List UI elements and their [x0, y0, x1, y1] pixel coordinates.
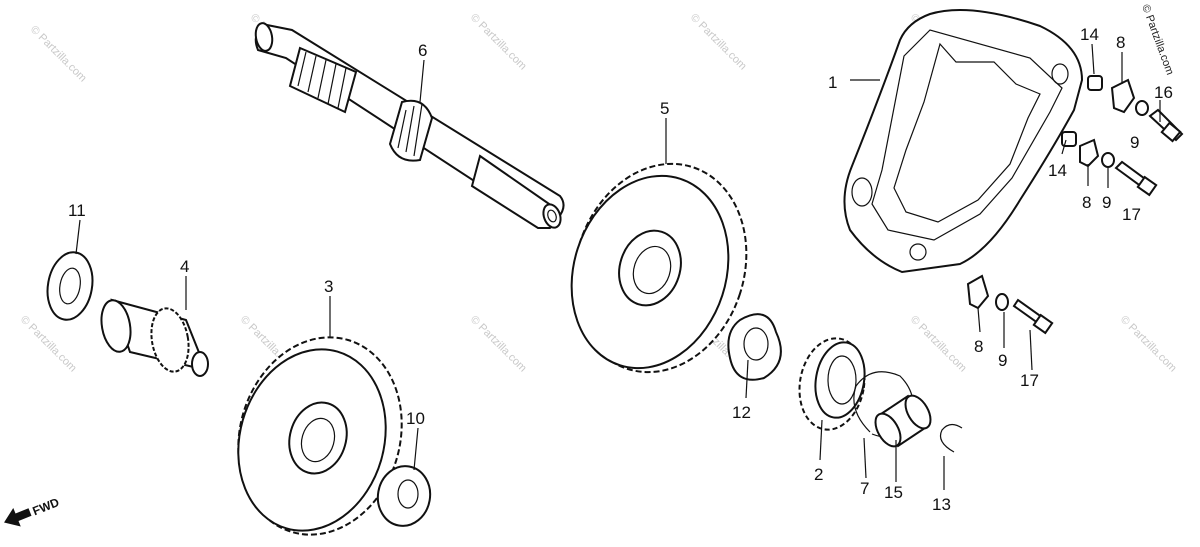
callout-13: 13 — [932, 495, 951, 514]
forward-direction-indicator: FWD — [4, 495, 62, 527]
watermark: © Partzilla.com — [468, 12, 529, 73]
collar-part-14-lower — [1061, 131, 1077, 147]
washer-part-9-upper — [1135, 100, 1149, 116]
watermark: © Partzilla.com — [688, 12, 749, 73]
cover-part-1 — [843, 9, 1084, 274]
callout-14-upper: 14 — [1080, 25, 1099, 44]
callout-2: 2 — [814, 465, 823, 484]
gear-part-5 — [570, 162, 748, 374]
stay-part-8-middle — [1079, 138, 1100, 168]
shaft-part-6 — [254, 22, 565, 229]
callout-8-upper: 8 — [1116, 33, 1125, 52]
callout-14-lower: 14 — [1048, 161, 1067, 180]
watermark: © Partzilla.com — [468, 314, 529, 375]
hardware-lower — [966, 274, 1054, 335]
watermark: © Partzilla.com — [18, 314, 79, 375]
callout-17-lower: 17 — [1020, 371, 1039, 390]
callout-10: 10 — [406, 409, 425, 428]
callout-7: 7 — [860, 479, 869, 498]
callout-12: 12 — [732, 403, 751, 422]
callout-8-middle: 8 — [1082, 193, 1091, 212]
callout-16: 16 — [1154, 83, 1173, 102]
washer-part-9-middle — [1101, 152, 1115, 168]
bearing-part-15 — [874, 394, 932, 448]
stay-part-8-upper — [1110, 78, 1136, 114]
callout-4: 4 — [180, 257, 189, 276]
callout-9-upper: 9 — [1130, 133, 1139, 152]
washer-part-9-lower — [995, 293, 1009, 311]
hardware-upper — [1087, 75, 1184, 143]
washer-part-12 — [727, 313, 782, 381]
callout-11: 11 — [68, 201, 86, 220]
watermark: © Partzilla.com — [1118, 314, 1179, 375]
callout-9-lower: 9 — [998, 351, 1007, 370]
callout-6: 6 — [418, 41, 427, 60]
collar-part-14-upper — [1087, 75, 1103, 91]
callout-15: 15 — [884, 483, 903, 502]
callout-5: 5 — [660, 99, 669, 118]
forward-label: FWD — [31, 495, 62, 518]
stay-part-8-lower — [966, 274, 990, 310]
gear-part-2 — [798, 337, 866, 431]
leader-lines — [75, 43, 1161, 490]
callout-9-middle: 9 — [1102, 193, 1111, 212]
callout-3: 3 — [324, 277, 333, 296]
hardware-middle — [1061, 131, 1158, 197]
gear-shaft-part-4 — [100, 298, 209, 377]
watermark: © Partzilla.com — [28, 24, 89, 85]
clip-part-13 — [939, 423, 963, 453]
callout-17-upper: 17 — [1122, 205, 1141, 224]
washer-part-11 — [46, 251, 94, 321]
forward-arrow-icon — [4, 507, 32, 527]
copyright-text: © Partzilla.com — [1139, 3, 1176, 77]
collar-part-10 — [376, 465, 432, 527]
callout-labels: 1 2 3 4 5 6 7 8 8 8 9 9 9 10 11 12 13 14… — [68, 25, 1173, 514]
gear-part-3 — [237, 336, 403, 536]
watermark: © Partzilla.com — [908, 314, 969, 375]
callout-8-lower: 8 — [974, 337, 983, 356]
callout-1: 1 — [828, 73, 837, 92]
